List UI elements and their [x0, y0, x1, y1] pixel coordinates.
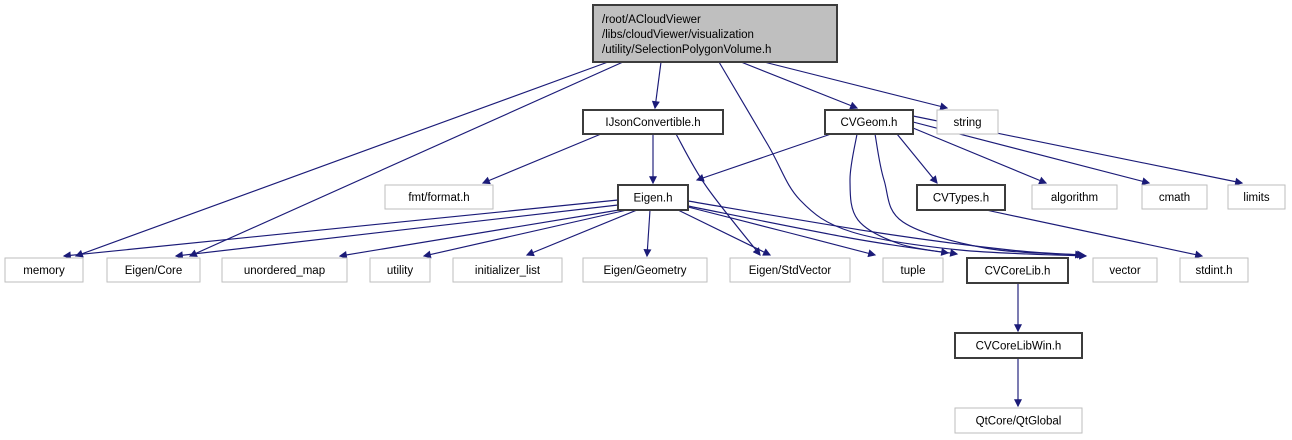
node-cvcorewin[interactable]: CVCoreLibWin.h	[954, 332, 1083, 359]
node-cvcorelib[interactable]: CVCoreLib.h	[966, 257, 1069, 284]
node-label-eigenh: Eigen.h	[633, 193, 672, 205]
node-label-algorithm: algorithm	[1051, 192, 1098, 204]
edge-root-memory	[74, 61, 609, 258]
node-label-cmath: cmath	[1159, 192, 1190, 204]
node-eigenstdv: Eigen/StdVector	[729, 257, 851, 283]
edges-layer	[62, 61, 1244, 408]
node-eigengeom: Eigen/Geometry	[582, 257, 708, 283]
node-label-memory: memory	[23, 265, 65, 277]
node-string: string	[936, 109, 999, 135]
edge-cvgeom-vector	[874, 133, 1084, 259]
node-label-stdint: stdint.h	[1195, 265, 1232, 277]
edge-eigenh-utility	[422, 209, 628, 259]
node-box-initlist	[452, 257, 563, 283]
node-box-eigengeom	[582, 257, 708, 283]
edge-cvgeom-eigenh	[695, 133, 832, 182]
edge-root-eigencore	[188, 61, 624, 257]
node-label-fmt: fmt/format.h	[408, 192, 469, 204]
edge-root-string	[763, 61, 949, 111]
node-label-eigengeom: Eigen/Geometry	[603, 265, 686, 277]
node-box-ijson[interactable]	[582, 109, 724, 135]
node-label-eigencore: Eigen/Core	[125, 265, 183, 277]
edge-cvtypes-stdint	[985, 209, 1204, 259]
node-box-tuple	[882, 257, 944, 283]
node-label-initlist: initializer_list	[475, 265, 541, 277]
node-label-unordered: unordered_map	[244, 265, 325, 277]
node-stdint: stdint.h	[1179, 257, 1249, 283]
edge-eigenh-vector	[687, 200, 1086, 259]
nodes-layer: /root/ACloudViewer/libs/cloudViewer/visu…	[4, 4, 1286, 434]
node-initlist: initializer_list	[452, 257, 563, 283]
node-box-eigencore	[106, 257, 201, 283]
node-label-cvcorewin: CVCoreLibWin.h	[976, 341, 1062, 353]
node-box-stdint	[1179, 257, 1249, 283]
edge-eigenh-unordered	[338, 209, 620, 259]
node-cmath: cmath	[1141, 184, 1208, 210]
node-box-algorithm	[1031, 184, 1118, 210]
node-label-ijson: IJsonConvertible.h	[605, 117, 700, 129]
node-label-string: string	[953, 117, 981, 129]
node-box-cvtypes[interactable]	[916, 184, 1006, 211]
node-ijson[interactable]: IJsonConvertible.h	[582, 109, 724, 135]
node-box-root	[592, 4, 838, 63]
node-box-fmt	[384, 184, 494, 210]
edge-eigenh-eigengeom	[643, 209, 652, 258]
node-box-eigenstdv	[729, 257, 851, 283]
node-label-cvgeom: CVGeom.h	[841, 117, 898, 129]
edge-eigenh-initlist	[525, 209, 638, 257]
node-label-vector: vector	[1109, 265, 1140, 277]
node-label-cvtypes: CVTypes.h	[933, 193, 989, 205]
node-box-cvcorelib[interactable]	[966, 257, 1069, 284]
edge-root-ijson	[651, 61, 662, 110]
edge-cvgeom-algorithm	[912, 127, 1048, 185]
node-memory: memory	[4, 257, 84, 283]
node-fmt: fmt/format.h	[384, 184, 494, 210]
node-label-root: /root/ACloudViewer/libs/cloudViewer/visu…	[602, 14, 771, 56]
node-tuple: tuple	[882, 257, 944, 283]
node-qtglobal: QtCore/QtGlobal	[954, 407, 1083, 434]
node-label-limits: limits	[1243, 192, 1269, 204]
node-label-utility: utility	[387, 265, 413, 277]
node-box-string	[936, 109, 999, 135]
node-label-cvcorelib: CVCoreLib.h	[985, 266, 1051, 278]
node-box-cmath	[1141, 184, 1208, 210]
node-utility: utility	[369, 257, 431, 283]
node-box-qtglobal	[954, 407, 1083, 434]
node-label-qtglobal: QtCore/QtGlobal	[976, 416, 1062, 428]
edge-ijson-eigenstdv	[675, 133, 761, 256]
node-cvtypes[interactable]: CVTypes.h	[916, 184, 1006, 211]
edge-eigenh-eigencore	[174, 204, 619, 260]
edge-root-cvgeom	[740, 61, 859, 110]
edge-eigenh-tuple	[687, 206, 877, 258]
node-limits: limits	[1227, 184, 1286, 210]
node-root: /root/ACloudViewer/libs/cloudViewer/visu…	[592, 4, 838, 63]
node-vector: vector	[1092, 257, 1158, 283]
node-eigencore: Eigen/Core	[106, 257, 201, 283]
node-eigenh[interactable]: Eigen.h	[617, 184, 689, 211]
edge-ijson-fmt	[481, 133, 602, 185]
node-box-utility	[369, 257, 431, 283]
node-cvgeom[interactable]: CVGeom.h	[824, 109, 914, 135]
node-unordered: unordered_map	[221, 257, 348, 283]
edge-eigenh-memory	[62, 199, 619, 260]
node-label-eigenstdv: Eigen/StdVector	[749, 265, 832, 277]
node-box-unordered	[221, 257, 348, 283]
edge-eigenh-cvcorelib	[687, 205, 950, 256]
node-box-vector	[1092, 257, 1158, 283]
node-algorithm: algorithm	[1031, 184, 1118, 210]
edge-eigenh-eigenstdv	[677, 209, 772, 256]
edge-cvgeom-cvtypes	[896, 133, 938, 184]
node-box-memory	[4, 257, 84, 283]
node-label-tuple: tuple	[901, 265, 926, 277]
node-box-limits	[1227, 184, 1286, 210]
node-box-cvgeom[interactable]	[824, 109, 914, 135]
node-box-cvcorewin[interactable]	[954, 332, 1083, 359]
node-box-eigenh[interactable]	[617, 184, 689, 211]
edge-root-vector	[718, 61, 1088, 260]
